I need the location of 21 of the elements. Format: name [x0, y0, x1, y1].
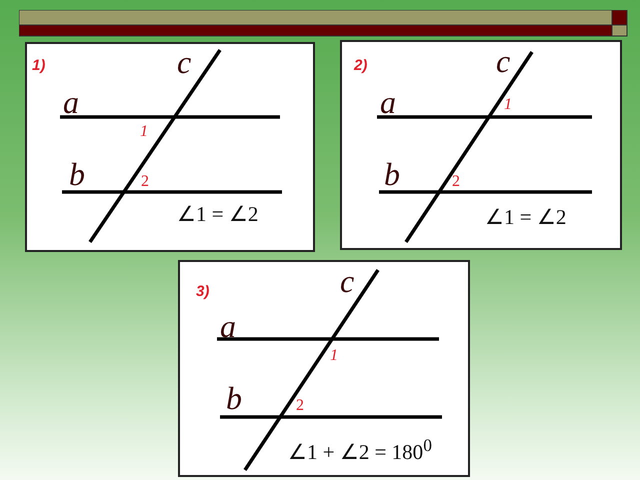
panel-number: 2)	[354, 58, 368, 73]
angle-equation: ∠1 = ∠2	[177, 204, 258, 225]
line-label: b	[226, 382, 242, 414]
line-label: a	[220, 310, 236, 342]
panel-number: 3)	[196, 284, 210, 299]
angle-equation: ∠1 = ∠2	[485, 207, 566, 228]
line-label: a	[63, 86, 79, 118]
angle-label: 1	[330, 348, 338, 364]
angle-label: 2	[452, 174, 460, 190]
line-label: b	[384, 158, 400, 190]
angle-label: 2	[296, 398, 304, 414]
line-label: a	[380, 86, 396, 118]
line-label: c	[340, 265, 354, 297]
angle-label: 1	[140, 124, 148, 140]
panel-number: 1)	[32, 58, 46, 73]
line-label: b	[69, 158, 85, 190]
angle-label: 1	[504, 97, 512, 113]
angle-label: 2	[141, 174, 149, 190]
line-label: c	[177, 46, 192, 78]
line-label: c	[496, 45, 510, 77]
angle-equation: ∠1 + ∠2 = 180$^{0}$	[288, 437, 432, 463]
